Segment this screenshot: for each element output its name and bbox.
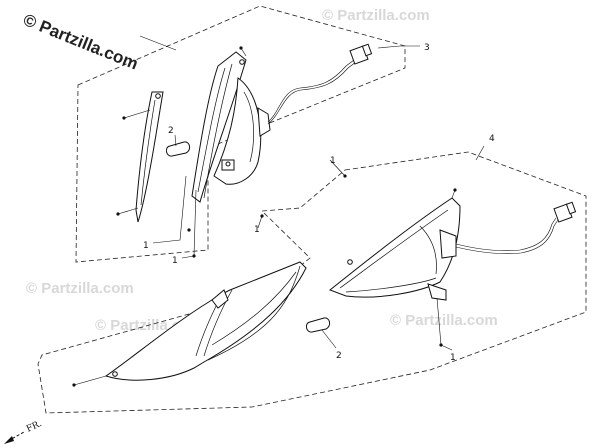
lower-assembly-boundary [37,151,587,414]
callout-lower-screw-a: 1 [330,156,336,166]
callout-lower-bulb: 2 [336,351,342,361]
upper-bulb [165,141,191,157]
callout-upper-screw-a: 1 [143,241,149,251]
arrow-icon [4,436,14,444]
lower-bulb [305,317,331,333]
upper-outer-lens [135,91,164,223]
front-direction-indicator: FR. [4,419,44,444]
upper-assembly-boundary [75,5,406,263]
watermark-faint: © Partzilla.com [322,7,430,24]
callout-lower-screw-b: 1 [254,225,260,235]
callout-upper-bulb: 2 [168,126,174,136]
watermark-main: © Partzilla.com [21,10,141,73]
front-label: FR. [25,419,44,435]
lower-lens [104,261,307,381]
watermark-faint: © Partzilla.com [26,280,134,297]
callout-lower-screw-c: 1 [450,353,456,363]
watermark-faint: © Partzilla.com [390,312,498,329]
callout-lower-assembly: 4 [489,134,495,144]
callout-upper-assembly: 3 [424,43,430,53]
callout-upper-screw-b: 1 [172,256,178,266]
